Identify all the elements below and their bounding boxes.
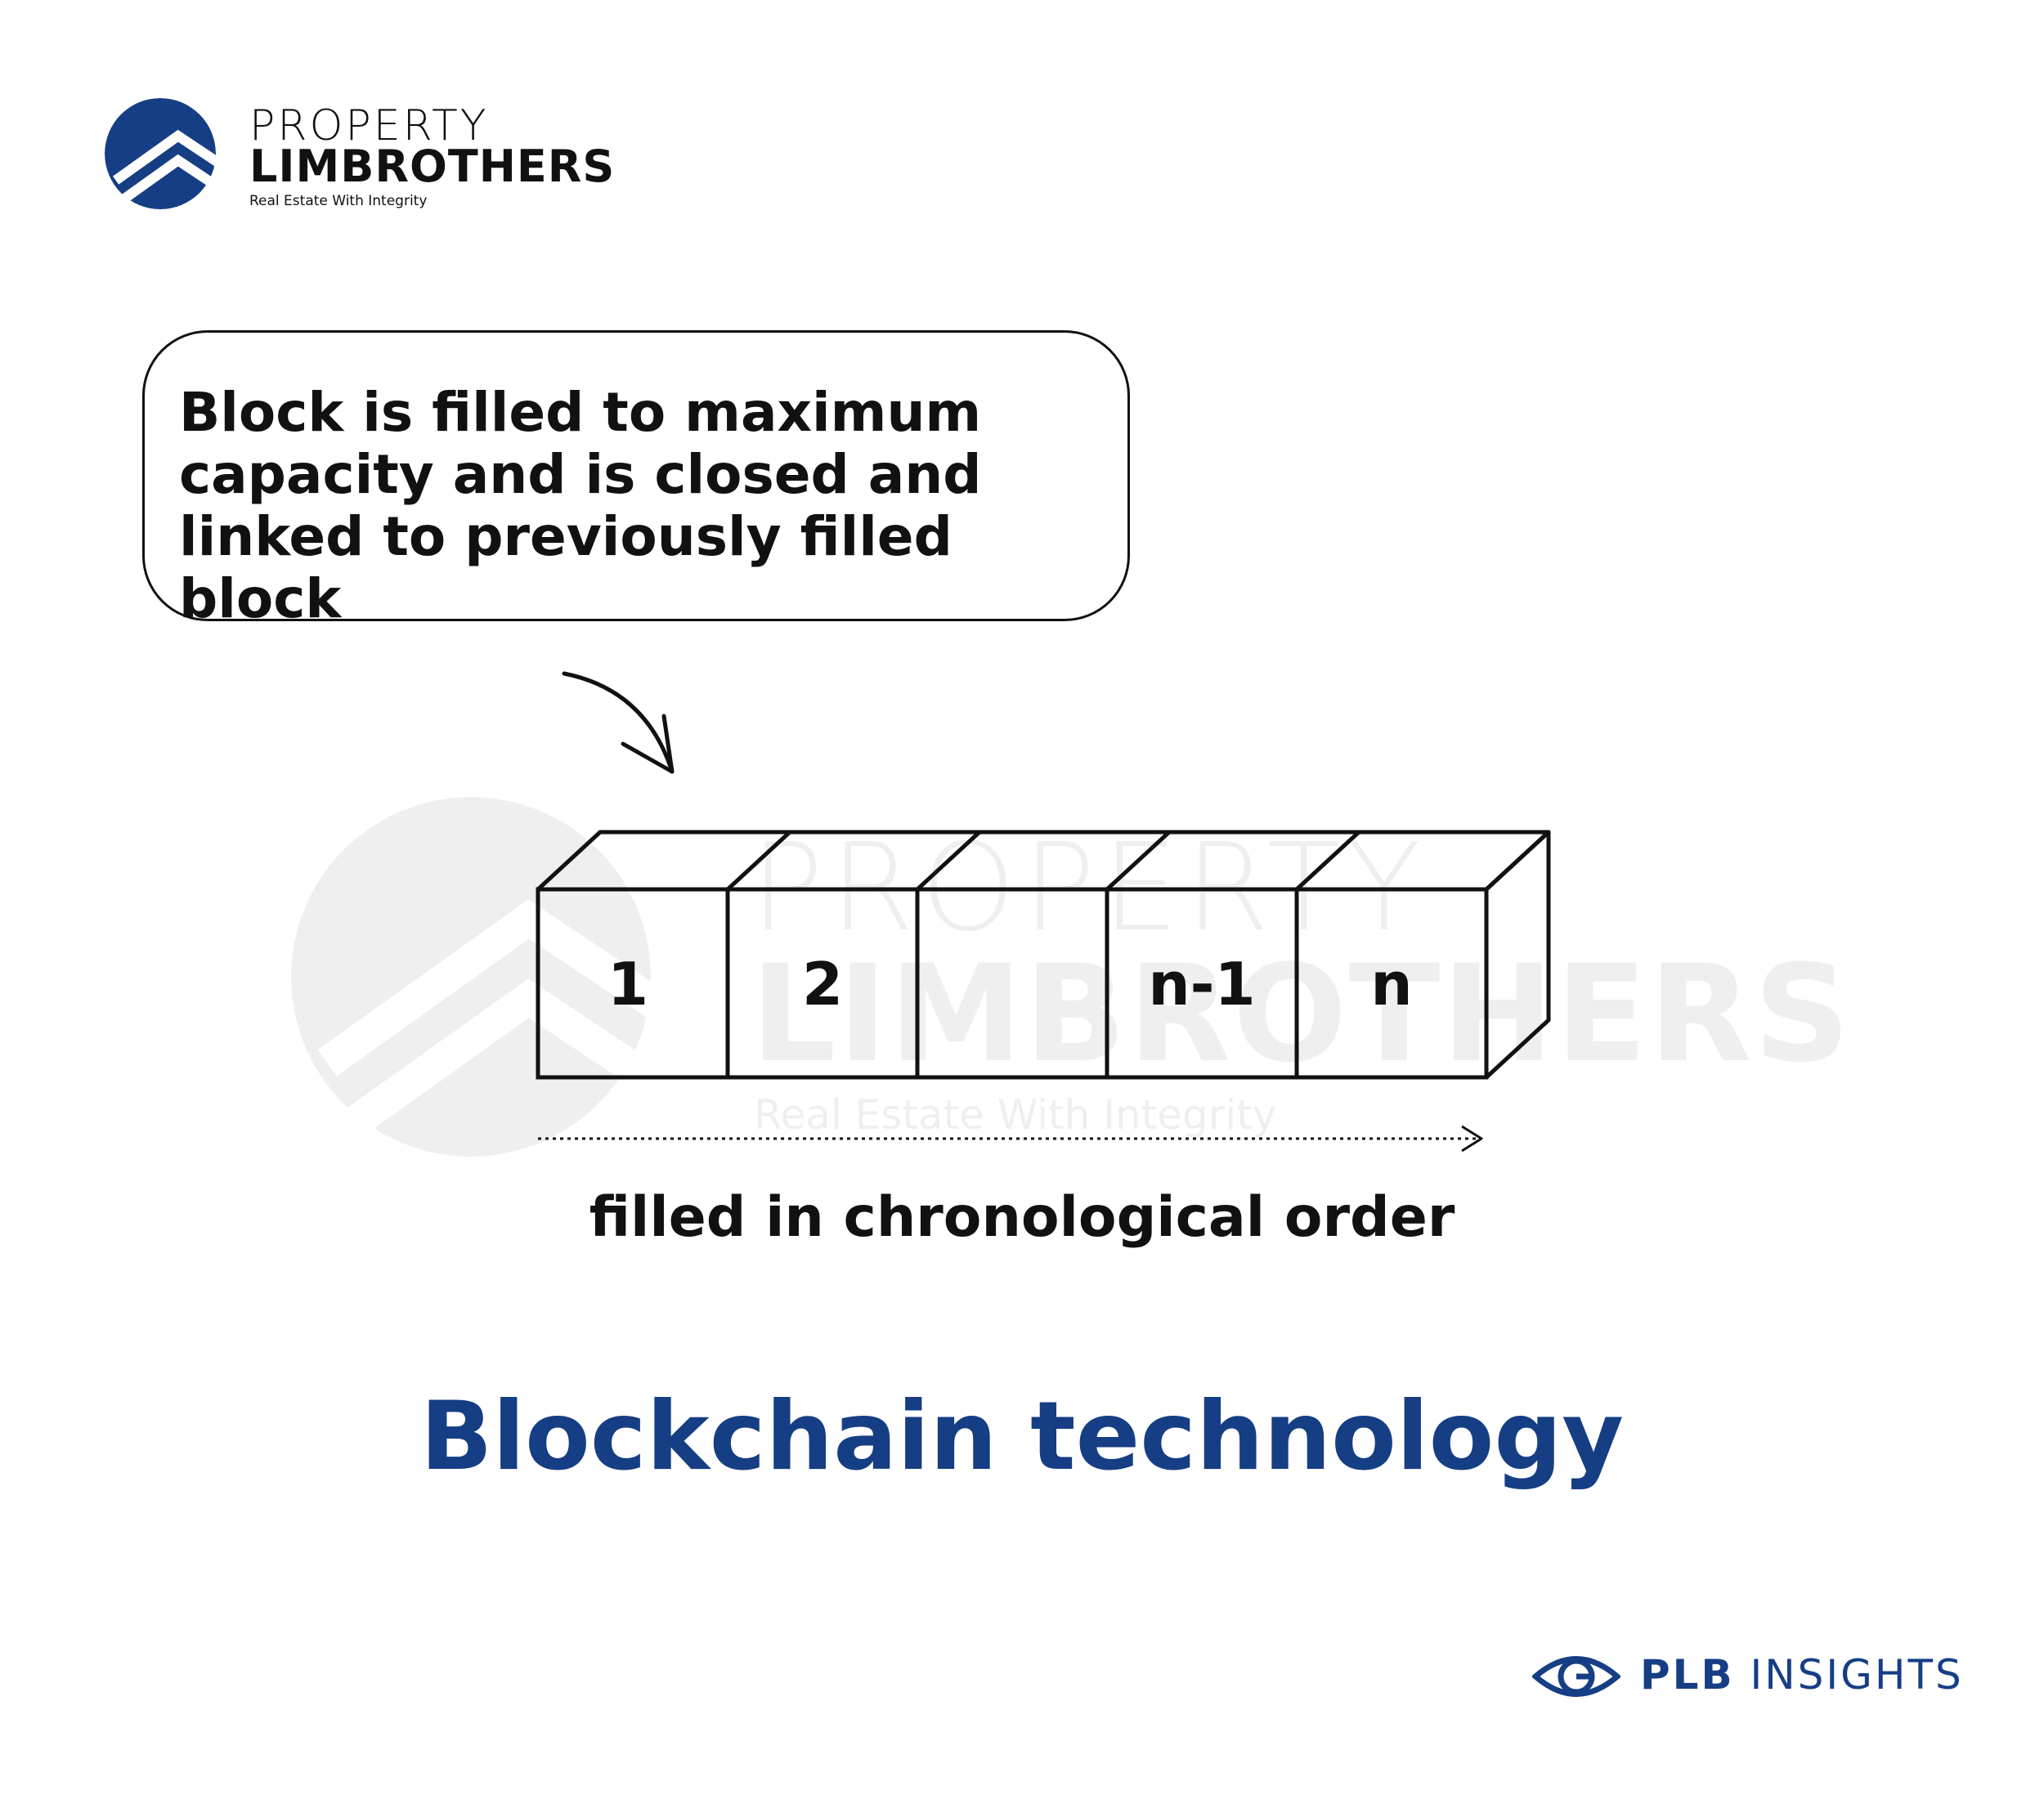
- block-chain: 1 2 n-1 n: [536, 830, 1551, 1080]
- block: n-1: [1105, 830, 1299, 1080]
- block: n: [1294, 830, 1489, 1080]
- callout-bubble: Block is filled to maximum capacity and …: [142, 330, 1130, 630]
- page-title: Blockchain technology: [420, 1381, 1624, 1492]
- block-top-divider: [915, 830, 982, 892]
- callout-text: Block is filled to maximum capacity and …: [179, 381, 982, 630]
- block-label: n-1: [1148, 950, 1255, 1018]
- block-label: 2: [802, 950, 843, 1018]
- footer-brand: PLB INSIGHTS: [1640, 1651, 1964, 1699]
- block-side-face: [1484, 830, 1551, 1080]
- block-front-face: [915, 887, 1109, 1080]
- brand-name-line2: LIMBROTHERS: [249, 141, 616, 192]
- pointer-arrow: [562, 671, 675, 774]
- block-front-face: [1294, 887, 1489, 1080]
- chronology-arrow: [538, 1125, 1483, 1153]
- logo-icon: [105, 98, 216, 209]
- block-top-divider: [1294, 830, 1361, 892]
- block-top-divider: [1105, 830, 1172, 892]
- watermark-tagline: Real Estate With Integrity: [754, 1091, 1277, 1139]
- watermark-logo-icon: [291, 797, 651, 1157]
- block-top-face: [536, 830, 1551, 892]
- eye-icon: [1532, 1656, 1620, 1697]
- block-label: n: [1370, 950, 1412, 1018]
- axis-caption: filled in chronological order: [589, 1185, 1455, 1250]
- block-label: 1: [607, 950, 648, 1018]
- block: 1: [536, 887, 730, 1080]
- block: [915, 830, 1109, 1080]
- block-top-divider: [725, 830, 792, 892]
- block: 2: [725, 830, 920, 1080]
- footer-brand-bold: PLB: [1640, 1651, 1735, 1699]
- footer-brand-light: INSIGHTS: [1750, 1651, 1964, 1699]
- watermark-line2: LIMBROTHERS: [751, 936, 1852, 1092]
- brand-name-line1: PROPERTY: [249, 101, 489, 150]
- brand-tagline: Real Estate With Integrity: [249, 193, 428, 209]
